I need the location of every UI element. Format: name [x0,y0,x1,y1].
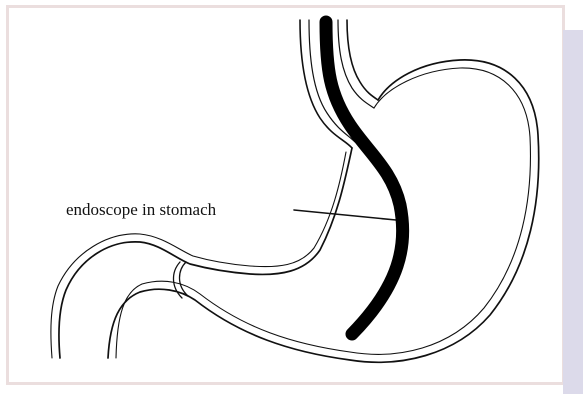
stomach-inner-wall [59,148,352,358]
label-leader-line [294,210,396,220]
endoscope-tube [326,22,403,334]
esophagus-inner-right [338,20,374,108]
endoscope-label: endoscope in stomach [66,200,217,219]
